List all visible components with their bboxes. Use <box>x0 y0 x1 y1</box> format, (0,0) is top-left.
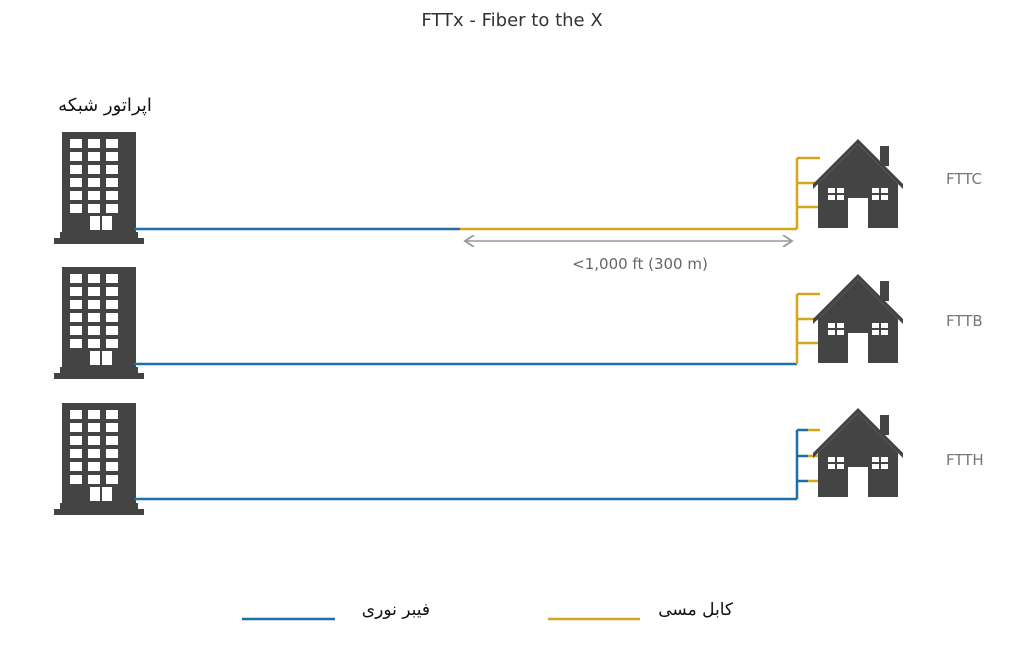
fttb-label: FTTB <box>946 312 983 330</box>
legend-copper-label: کابل مسی <box>658 600 733 620</box>
ftth-row <box>54 403 903 515</box>
legend-fiber-label: فیبر نوری <box>361 600 430 620</box>
network-operator-label: اپراتور شبکه <box>58 95 152 116</box>
fttc-label: FTTC <box>946 170 983 188</box>
fttb-row <box>54 267 903 379</box>
fttc-row <box>54 132 903 244</box>
house-icon <box>813 139 903 228</box>
ftth-label: FTTH <box>946 451 984 469</box>
office-building-icon <box>54 267 144 379</box>
diagram-title: FTTx - Fiber to the X <box>421 10 603 31</box>
house-icon <box>813 274 903 363</box>
ftth-fiber-drops <box>795 428 808 499</box>
house-icon <box>813 408 903 497</box>
distance-label: <1,000 ft (300 m) <box>572 255 708 273</box>
office-building-icon <box>54 403 144 515</box>
fttc-copper-drops <box>795 156 820 229</box>
fttb-copper-drops <box>795 292 820 364</box>
office-building-icon <box>54 132 144 244</box>
